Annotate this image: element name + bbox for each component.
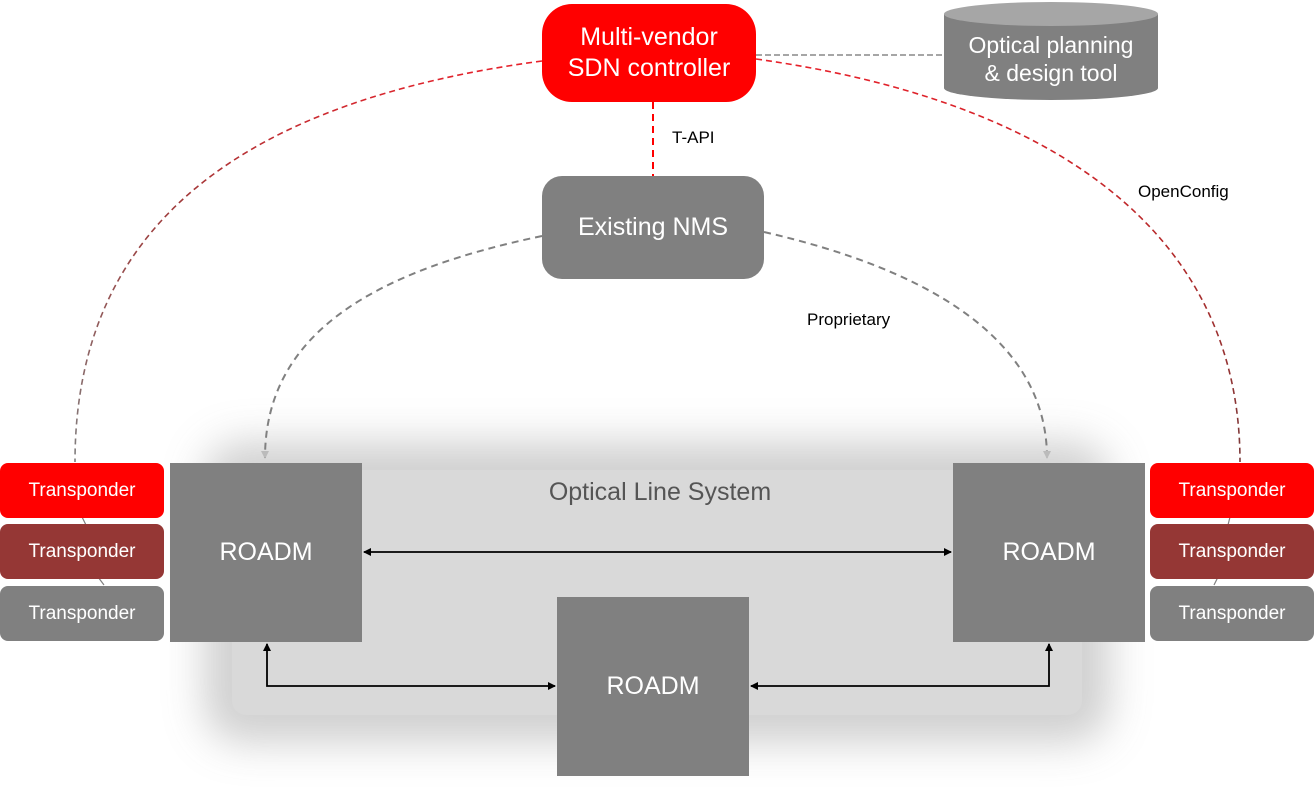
transponder-left-3[interactable]: Transponder bbox=[0, 586, 164, 641]
sdn-to-left-transponders-link bbox=[74, 60, 543, 463]
planning-tool-node[interactable]: Optical planning & design tool bbox=[944, 31, 1158, 87]
transponder-label: Transponder bbox=[1178, 479, 1286, 501]
sdn-controller-label-line2: SDN controller bbox=[567, 54, 731, 82]
sdn-controller-node[interactable]: Multi-vendor SDN controller bbox=[542, 4, 756, 102]
roadm-left-label: ROADM bbox=[219, 538, 313, 566]
transponder-label: Transponder bbox=[28, 479, 136, 501]
transponder-right-3[interactable]: Transponder bbox=[1150, 586, 1314, 641]
existing-nms-node[interactable]: Existing NMS bbox=[542, 176, 764, 279]
proprietary-link bbox=[763, 231, 1051, 459]
transponder-label: Transponder bbox=[1178, 602, 1286, 624]
openconfig-link bbox=[755, 58, 1241, 463]
nms-to-left-roadm-link bbox=[261, 235, 543, 459]
roadm-right-node[interactable]: ROADM bbox=[953, 463, 1145, 642]
planning-tool-label-line2: & design tool bbox=[984, 60, 1118, 86]
transponder-label: Transponder bbox=[28, 602, 136, 624]
transponder-label: Transponder bbox=[1178, 540, 1286, 562]
roadm-left-center-link bbox=[266, 644, 556, 690]
planning-tool-label-line1: Optical planning bbox=[968, 32, 1134, 58]
roadm-center-label: ROADM bbox=[606, 672, 700, 700]
roadm-right-center-link bbox=[750, 644, 1050, 690]
roadm-center-node[interactable]: ROADM bbox=[557, 597, 749, 776]
transponder-left-1[interactable]: Transponder bbox=[0, 463, 164, 518]
existing-nms-label: Existing NMS bbox=[577, 213, 729, 241]
transponder-right-1[interactable]: Transponder bbox=[1150, 463, 1314, 518]
optical-line-system-label: Optical Line System bbox=[548, 478, 772, 506]
roadm-right-label: ROADM bbox=[1002, 538, 1096, 566]
proprietary-label: Proprietary bbox=[807, 310, 891, 329]
tapi-label: T-API bbox=[672, 128, 715, 147]
transponder-label: Transponder bbox=[28, 540, 136, 562]
sdn-controller-label-line1: Multi-vendor bbox=[580, 23, 718, 51]
roadm-left-node[interactable]: ROADM bbox=[170, 463, 362, 642]
openconfig-label: OpenConfig bbox=[1138, 182, 1229, 201]
planning-tool-cylinder bbox=[944, 2, 1158, 100]
transponder-right-2[interactable]: Transponder bbox=[1150, 524, 1314, 579]
transponder-left-2[interactable]: Transponder bbox=[0, 524, 164, 579]
